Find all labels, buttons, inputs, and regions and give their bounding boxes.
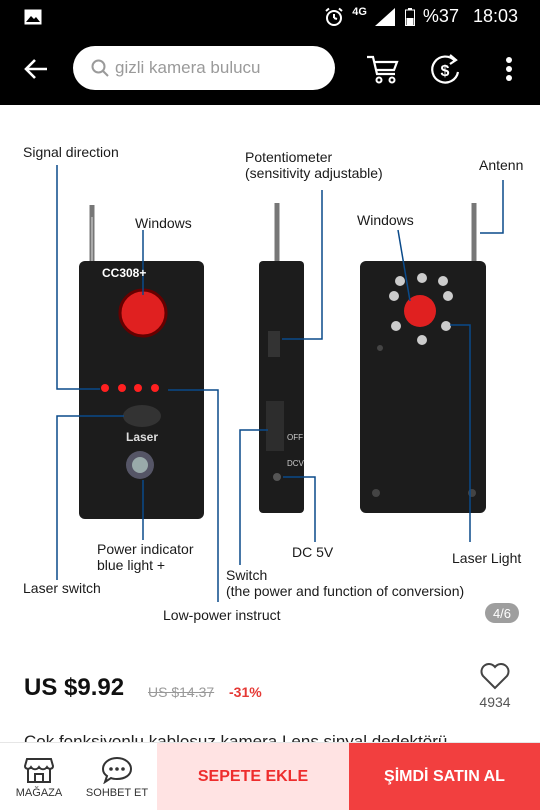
more-vert-icon (506, 57, 512, 81)
status-bar: 4G %37 18:03 (0, 0, 540, 33)
low-power-label: Low-power instruct (163, 607, 281, 623)
potentiometer-sub-label: (sensitivity adjustable) (245, 165, 383, 181)
cart-icon (367, 55, 399, 84)
old-price: US $14.37 (148, 684, 215, 700)
battery-icon (404, 7, 415, 26)
search-icon (91, 59, 109, 77)
signal-direction-label: Signal direction (23, 144, 119, 160)
discount-badge: -31% (229, 684, 262, 700)
favorite-count: 4934 (479, 694, 511, 710)
windows-right-label: Windows (357, 212, 414, 228)
power-indicator-sub-label: blue light + (97, 557, 166, 573)
laser-button-label: Laser (126, 430, 159, 444)
model-label: CC308+ (102, 266, 147, 280)
search-placeholder: gizli kamera bulucu (115, 58, 261, 77)
store-icon (24, 757, 54, 783)
arrow-left-icon (24, 59, 47, 79)
alarm-icon (325, 7, 343, 26)
app-bar: gizli kamera bulucu $ (0, 33, 540, 105)
add-to-cart-button[interactable]: SEPETE EKLE (157, 743, 349, 810)
chat-icon (101, 756, 133, 784)
off-label: OFF (287, 433, 303, 442)
heart-icon (480, 663, 510, 690)
signal-icon (374, 7, 395, 26)
laser-light-label: Laser Light (452, 550, 522, 566)
network-type: 4G (352, 5, 367, 18)
buy-now-button[interactable]: ŞİMDİ SATIN AL (349, 743, 540, 810)
cart-button[interactable] (360, 47, 406, 91)
dollar-share-icon: $ (431, 54, 460, 84)
antenn-label: Antenn (479, 157, 524, 173)
dc5v-label: DC 5V (292, 544, 334, 560)
chat-label: SOHBET ET (85, 786, 149, 799)
svg-text:$: $ (441, 63, 450, 80)
laser-switch-label: Laser switch (23, 580, 101, 596)
search-input[interactable]: gizli kamera bulucu (73, 46, 335, 90)
dcv-label: DCV (287, 459, 304, 468)
price-alert-button[interactable]: $ (422, 47, 468, 91)
windows-left-label: Windows (135, 215, 192, 231)
bottom-action-bar: MAĞAZA SOHBET ET SEPETE EKLE ŞİMDİ SATIN… (0, 742, 540, 810)
store-button[interactable]: MAĞAZA (0, 743, 78, 810)
potentiometer-label: Potentiometer (245, 149, 333, 165)
switch-sub-label: (the power and function of conversion) (226, 583, 465, 599)
price: US $9.92 (24, 674, 125, 701)
switch-label: Switch (226, 567, 268, 583)
power-indicator-label: Power indicator (97, 541, 194, 557)
favorite-button[interactable]: 4934 (474, 662, 516, 724)
back-button[interactable] (0, 33, 72, 105)
chat-button[interactable]: SOHBET ET (78, 743, 156, 810)
product-diagram (56, 165, 504, 602)
gallery-notification-icon (24, 9, 42, 24)
clock: 18:03 (472, 6, 518, 26)
store-label: MAĞAZA (15, 786, 63, 799)
battery-level: %37 (422, 6, 459, 26)
more-menu-button[interactable] (486, 47, 532, 91)
product-image-gallery[interactable]: CC308+ Laser OFF DCV Signal direction Wi… (0, 105, 540, 635)
image-counter: 4/6 (485, 603, 519, 623)
price-row: US $9.92 US $14.37 -31% 4934 (0, 660, 540, 730)
product-title: Çok fonksiyonlu kablosuz kamera Lens sin… (24, 732, 448, 743)
